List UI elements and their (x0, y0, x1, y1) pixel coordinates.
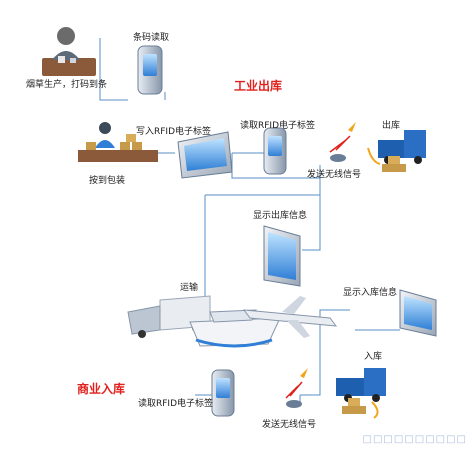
connector-lines (99, 38, 400, 405)
inbound-label: 入库 (364, 352, 383, 362)
inbound-info-monitor-icon (399, 289, 437, 337)
tobacco-production-label: 烟草生产，打码到条 (26, 80, 108, 90)
show-inbound-info-label: 显示入库信息 (343, 288, 398, 298)
outbound-info-monitor-icon (263, 225, 301, 287)
outbound-truck-icon (367, 130, 426, 172)
rfid-reader-top-icon (263, 127, 287, 175)
wireless-signal-top-icon (329, 122, 356, 162)
packing-worker-icon (78, 122, 158, 162)
show-outbound-info-label: 显示出库信息 (253, 211, 308, 221)
send-signal-top-label: 发送无线信号 (307, 170, 362, 180)
inbound-truck-icon (336, 368, 386, 419)
watermark: □□□□□□□□□□ (362, 434, 467, 445)
write-rfid-label: 写入RFID电子标签 (136, 127, 212, 137)
worker-at-desk-icon (42, 27, 96, 76)
send-signal-bottom-label: 发送无线信号 (262, 420, 317, 430)
read-rfid-top-label: 读取RFID电子标签 (240, 121, 316, 131)
cargo-ship-icon (189, 309, 281, 348)
read-rfid-bottom-label: 读取RFID电子标签 (138, 399, 214, 409)
industrial-outbound-title: 工业出库 (234, 79, 283, 93)
barcode-read-label: 条码读取 (133, 33, 170, 43)
outbound-label: 出库 (382, 121, 401, 131)
rfid-reader-bottom-icon (211, 369, 235, 417)
transport-label: 运输 (180, 283, 199, 293)
airplane-icon (242, 296, 338, 338)
commercial-inbound-title: 商业入库 (77, 382, 126, 396)
rfid-writer-monitor-icon (177, 131, 233, 179)
barcode-reader-icon (137, 45, 163, 95)
wireless-signal-bottom-icon (285, 368, 308, 408)
pack-by-case-label: 按到包装 (89, 176, 126, 186)
